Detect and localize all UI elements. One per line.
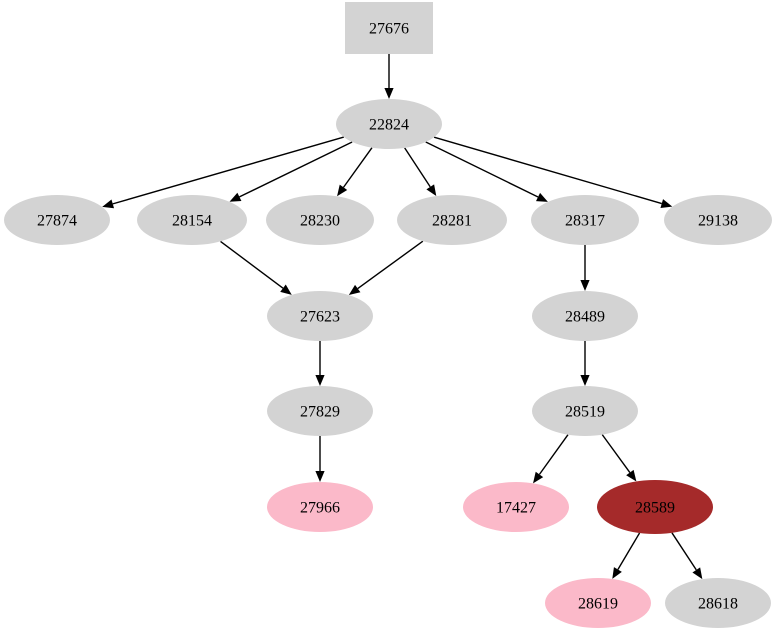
graph-node[interactable]: 27874 <box>4 195 110 245</box>
node-ellipse[interactable] <box>267 291 373 341</box>
graph-edge <box>601 434 631 473</box>
graph-node[interactable]: 27623 <box>267 291 373 341</box>
graph-edge-arrowhead <box>692 567 703 580</box>
node-ellipse[interactable] <box>137 195 247 245</box>
graph-edge-arrowhead <box>580 375 590 386</box>
node-ellipse[interactable] <box>532 386 638 436</box>
node-ellipse[interactable] <box>665 578 771 628</box>
graph-edge <box>617 532 641 570</box>
graph-edge-arrowhead <box>626 469 637 482</box>
graph-edge-arrowhead <box>315 375 325 386</box>
graph-edge-arrowhead <box>348 284 361 296</box>
graph-node[interactable]: 29138 <box>664 195 772 245</box>
graph-edge <box>220 240 284 289</box>
graph-edge-arrowhead <box>315 471 325 482</box>
graph-edge-arrowhead <box>536 192 548 202</box>
nodes-layer: 27676 22824 27874 28154 28230 28281 28317 29138… <box>4 2 772 628</box>
graph-edge-arrowhead <box>337 184 348 197</box>
node-ellipse[interactable] <box>4 195 110 245</box>
node-ellipse[interactable] <box>267 386 373 436</box>
graph-node[interactable]: 28519 <box>532 386 638 436</box>
graph-node[interactable]: 27676 <box>345 2 433 54</box>
graph-edge-arrowhead <box>384 88 394 99</box>
graph-edge <box>671 532 697 571</box>
graph-edge <box>357 240 424 290</box>
graph-node[interactable]: 17427 <box>463 482 569 532</box>
node-ellipse[interactable] <box>336 99 442 149</box>
graph-edge <box>404 147 431 188</box>
graph-node[interactable]: 28230 <box>266 195 374 245</box>
graph-node[interactable]: 28317 <box>531 195 639 245</box>
graph-node[interactable]: 28489 <box>532 291 638 341</box>
node-ellipse[interactable] <box>267 482 373 532</box>
graph-edge-arrowhead <box>102 199 115 209</box>
node-ellipse[interactable] <box>597 480 713 534</box>
graph-edge-arrowhead <box>229 192 242 202</box>
node-ellipse[interactable] <box>664 195 772 245</box>
graph-edge <box>342 147 373 188</box>
node-ellipse[interactable] <box>531 195 639 245</box>
graph-edge <box>239 141 353 198</box>
graph-edge <box>112 136 345 205</box>
graph-edge-arrowhead <box>612 567 622 579</box>
graph-node[interactable]: 28281 <box>397 195 507 245</box>
graph-node[interactable]: 28589 <box>597 480 713 534</box>
node-ellipse[interactable] <box>463 482 569 532</box>
node-ellipse[interactable] <box>266 195 374 245</box>
graph-edge-arrowhead <box>280 284 292 295</box>
graph-edge-arrowhead <box>426 184 437 197</box>
node-ellipse[interactable] <box>545 578 651 628</box>
graph-node[interactable]: 27829 <box>267 386 373 436</box>
graph-node[interactable]: 28154 <box>137 195 247 245</box>
graph-edge <box>538 434 569 475</box>
graph-edge-arrowhead <box>660 199 673 208</box>
edges-layer <box>102 54 703 580</box>
graph-edge-arrowhead <box>533 471 544 484</box>
graph-edge-arrowhead <box>580 280 590 291</box>
node-ellipse[interactable] <box>397 195 507 245</box>
graph-node[interactable]: 28618 <box>665 578 771 628</box>
graph-node[interactable]: 28619 <box>545 578 651 628</box>
graph-node[interactable]: 22824 <box>336 99 442 149</box>
node-ellipse[interactable] <box>532 291 638 341</box>
graph-node[interactable]: 27966 <box>267 482 373 532</box>
node-rect[interactable] <box>345 2 433 54</box>
graph-edge <box>433 136 662 205</box>
graph-edge <box>425 141 539 198</box>
